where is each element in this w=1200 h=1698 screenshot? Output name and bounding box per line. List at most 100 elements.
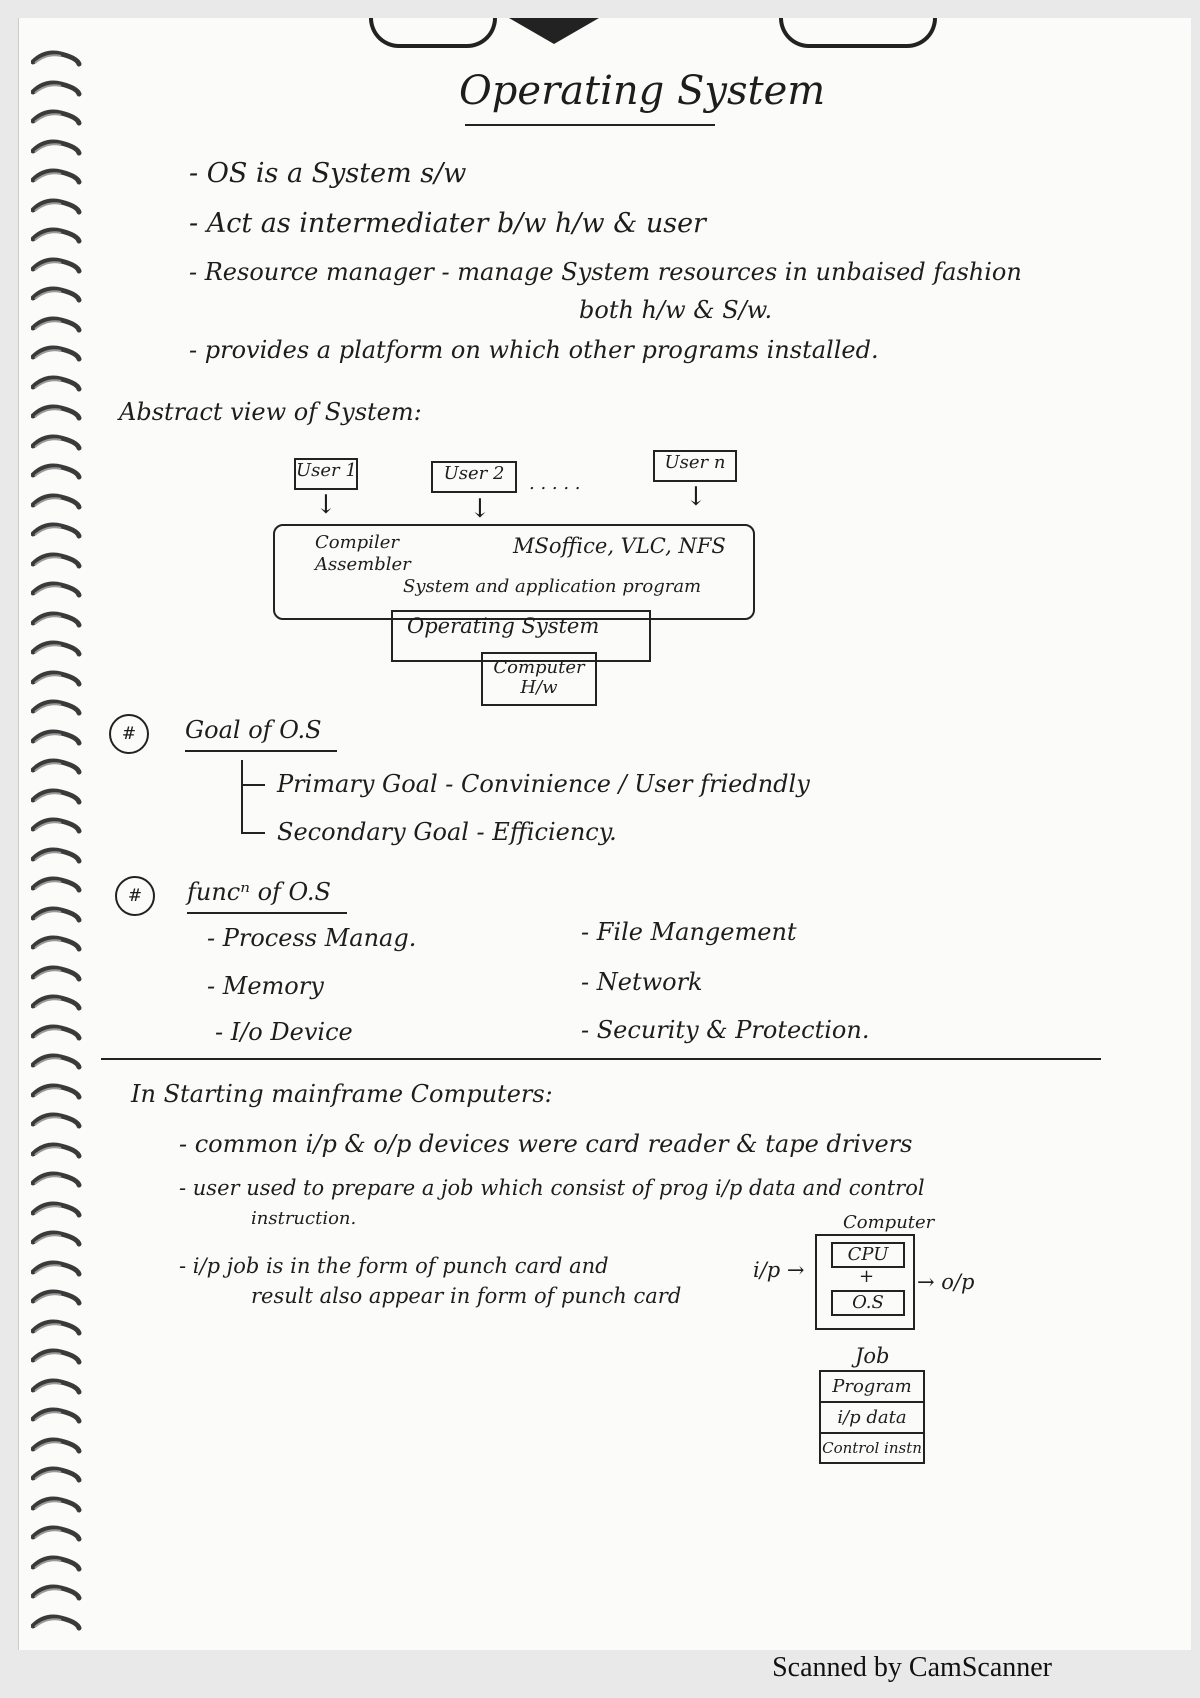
spiral-ring — [31, 284, 83, 306]
spiral-ring — [31, 1376, 83, 1398]
spiral-ring — [31, 373, 83, 395]
output-arrow: → o/p — [917, 1270, 975, 1294]
spiral-ring — [31, 1199, 83, 1221]
function-network: - Network — [581, 968, 703, 996]
user-2-box: User 2 — [431, 461, 517, 493]
spiral-ring — [31, 1317, 83, 1339]
computer-box — [815, 1234, 915, 1330]
spiral-ring — [31, 874, 83, 896]
spiral-ring — [31, 432, 83, 454]
spiral-ring — [31, 1405, 83, 1427]
spiral-ring — [31, 786, 83, 808]
title-underline — [465, 124, 715, 126]
right-programs-label: MSoffice, VLC, NFS — [513, 534, 726, 558]
functions-heading: funcⁿ of O.S — [187, 878, 331, 906]
user-1-label: User 1 — [296, 460, 357, 481]
os-label: Operating System — [407, 614, 600, 638]
spiral-ring — [31, 638, 83, 660]
users-ellipsis: . . . . . — [529, 473, 581, 494]
functions-heading-underline — [187, 912, 347, 914]
spiral-ring — [31, 1140, 83, 1162]
spiral-ring — [31, 78, 83, 100]
top-edge-shape-right — [779, 18, 937, 48]
spiral-ring — [31, 1582, 83, 1604]
spiral-ring — [31, 668, 83, 690]
abstract-view-heading: Abstract view of System: — [119, 398, 422, 426]
secondary-goal: Secondary Goal - Efficiency. — [277, 818, 617, 846]
spiral-ring — [31, 1464, 83, 1486]
spiral-ring — [31, 904, 83, 926]
user-n-label: User n — [664, 452, 726, 473]
goal-heading-underline — [185, 750, 337, 752]
spiral-ring — [31, 1494, 83, 1516]
spiral-ring — [31, 579, 83, 601]
cpu-label: CPU — [847, 1244, 889, 1265]
cpu-box: CPU — [831, 1242, 905, 1268]
programs-box — [273, 524, 755, 620]
spiral-ring — [31, 520, 83, 542]
spiral-ring — [31, 1435, 83, 1457]
spiral-ring — [31, 314, 83, 336]
goal-tree-stem — [241, 760, 243, 834]
spiral-ring — [31, 1228, 83, 1250]
spiral-ring — [31, 196, 83, 218]
hardware-box — [481, 652, 597, 706]
spiral-ring — [31, 1110, 83, 1132]
job-title: Job — [855, 1344, 890, 1368]
programs-box-caption: System and application program — [403, 576, 702, 597]
spiral-ring — [31, 933, 83, 955]
spiral-ring — [31, 756, 83, 778]
mainframe-bullet-2-cont: instruction. — [251, 1208, 357, 1229]
spiral-binding — [19, 48, 89, 1648]
bullet-intermediater: - Act as intermediater b/w h/w & user — [189, 208, 706, 239]
spiral-ring — [31, 107, 83, 129]
user-n-box: User n — [653, 450, 737, 482]
function-memory: - Memory — [207, 972, 324, 1000]
spiral-ring — [31, 1258, 83, 1280]
section-divider — [101, 1058, 1101, 1060]
spiral-ring — [31, 550, 83, 572]
functions-marker: # — [115, 876, 155, 916]
spiral-ring — [31, 697, 83, 719]
spiral-ring — [31, 491, 83, 513]
bullet-os-definition: - OS is a System s/w — [189, 158, 467, 189]
goal-tree-branch-2 — [241, 832, 265, 834]
spiral-ring — [31, 1612, 83, 1634]
spiral-ring — [31, 1051, 83, 1073]
os-box — [391, 610, 651, 662]
user-1-arrow: ↓ — [315, 490, 337, 520]
spiral-ring — [31, 992, 83, 1014]
mainframe-bullet-3: - i/p job is in the form of punch card a… — [179, 1254, 609, 1278]
hardware-label: Computer H/w — [493, 657, 585, 698]
user-2-label: User 2 — [443, 463, 505, 484]
spiral-ring — [31, 815, 83, 837]
spiral-ring — [31, 1523, 83, 1545]
user-n-arrow: ↓ — [685, 482, 707, 512]
primary-goal: Primary Goal - Convinience / User friedn… — [277, 770, 810, 798]
spiral-ring — [31, 225, 83, 247]
job-row-control: Control instn — [822, 1439, 922, 1457]
spiral-ring — [31, 255, 83, 277]
function-process: - Process Manag. — [207, 924, 417, 952]
scanner-watermark: Scanned by CamScanner — [772, 1652, 1052, 1683]
user-2-arrow: ↓ — [469, 494, 491, 524]
job-row-program: Program — [821, 1372, 923, 1403]
input-arrow: i/p → — [753, 1258, 805, 1282]
function-file: - File Mangement — [581, 918, 797, 946]
notebook-page: Operating System - OS is a System s/w - … — [18, 18, 1191, 1650]
spiral-ring — [31, 963, 83, 985]
spiral-ring — [31, 1346, 83, 1368]
os-small-box: O.S — [831, 1290, 905, 1316]
mainframe-heading: In Starting mainframe Computers: — [131, 1080, 553, 1108]
bullet-platform: - provides a platform on which other pro… — [189, 336, 879, 364]
spiral-ring — [31, 1553, 83, 1575]
bullet-resource-manager: - Resource manager - manage System resou… — [189, 258, 1022, 286]
spiral-ring — [31, 1169, 83, 1191]
spiral-ring — [31, 727, 83, 749]
mainframe-bullet-2: - user used to prepare a job which consi… — [179, 1176, 925, 1200]
bullet-resource-manager-cont: both h/w & S/w. — [579, 296, 773, 324]
mainframe-bullet-1: - common i/p & o/p devices were card rea… — [179, 1130, 913, 1158]
spiral-ring — [31, 343, 83, 365]
spiral-ring — [31, 1287, 83, 1309]
computer-label: Computer — [843, 1212, 935, 1233]
